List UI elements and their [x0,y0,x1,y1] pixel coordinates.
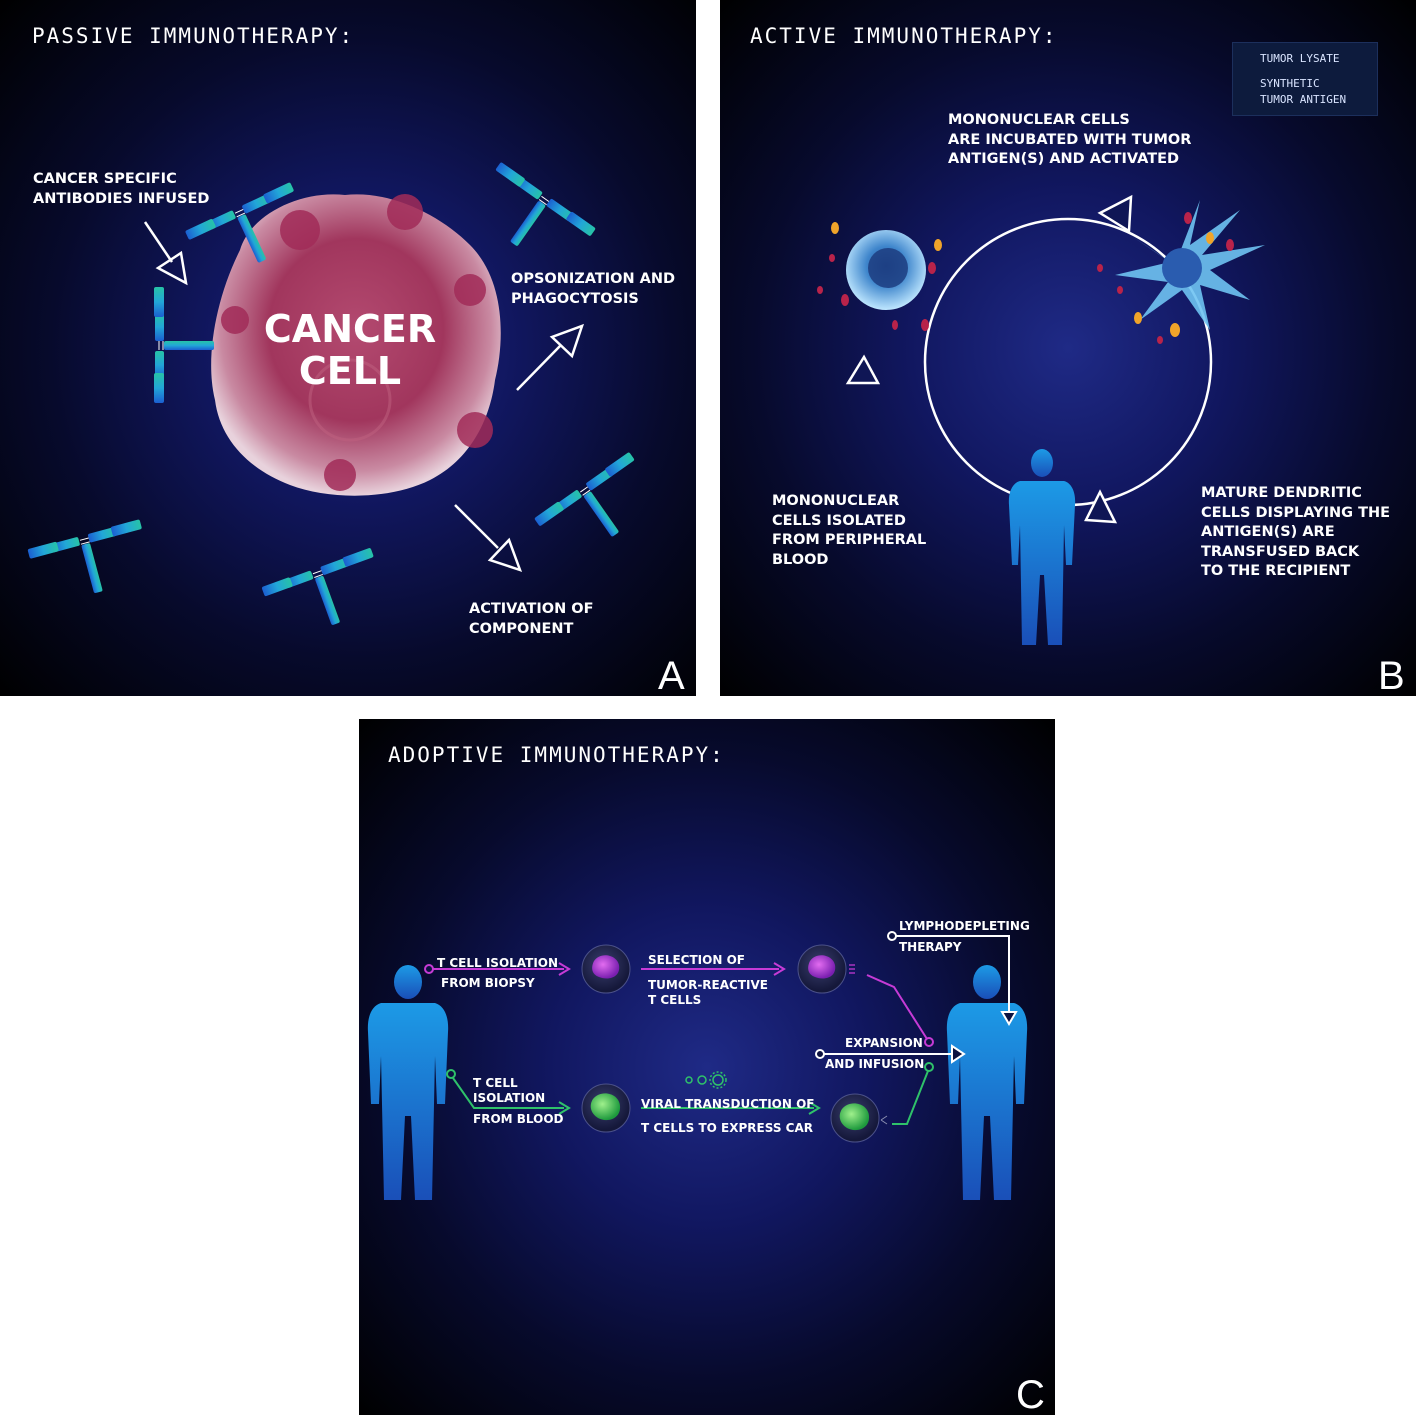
label-blood-line3: FROM BLOOD [473,1112,564,1126]
label-line: ANTIBODIES INFUSED [33,190,210,207]
panel-a-graphics [26,161,664,645]
panel-passive-immunotherapy: PASSIVE IMMUNOTHERAPY: CANCER CELL CANCE… [0,0,696,696]
label-line: MATURE DENDRITIC [1201,485,1362,501]
dendritic-cell [1115,200,1265,330]
recipient-human-icon [946,965,1028,1200]
label-blood-line2: ISOLATION [473,1091,546,1105]
antibody-icon [466,161,597,279]
label-selection-line3: T CELLS [648,993,702,1007]
cancer-cell-label: CANCER CELL [255,308,445,392]
label-line: PHAGOCYTOSIS [511,290,639,307]
label-opsonization: OPSONIZATION AND PHAGOCYTOSIS [511,270,675,309]
label-line: CANCER SPECIFIC [33,171,177,187]
legend-tumor-lysate: TUMOR LYSATE [1260,52,1340,65]
panel-active-immunotherapy: ACTIVE IMMUNOTHERAPY: TUMOR LYSATE SYNTH… [720,0,1416,696]
lymphodepleting-pathway [887,931,1018,1026]
panel-adoptive-immunotherapy: ADOPTIVE IMMUNOTHERAPY: T CELL ISOLATION… [359,719,1055,1415]
cancer-bleb [324,459,356,491]
cancer-bleb [221,306,249,334]
label-line: OPSONIZATION AND [511,271,676,287]
label-line: ARE INCUBATED WITH TUMOR [948,131,1192,148]
label-line: CELLS ISOLATED [772,512,906,529]
biopsy-pathway [424,962,934,1047]
panel-c-graphics [367,931,1028,1200]
label-viral-line2: T CELLS TO EXPRESS CAR [641,1121,813,1135]
antibody-icon [153,286,215,404]
cancer-cell [211,194,501,496]
label-selection-line2: TUMOR-REACTIVE [648,978,768,992]
cancer-texture [308,358,392,442]
antibody-icon [260,547,392,645]
label-viral-line1: VIRAL TRANSDUCTION OF [641,1097,815,1111]
cycle-arrow-left [845,354,881,385]
panel-title: ACTIVE IMMUNOTHERAPY: [750,24,1058,48]
label-activation: ACTIVATION OF COMPONENT [469,600,594,639]
arrow-antibodies-infused [143,221,188,286]
panel-letter: C [1016,1373,1045,1415]
arrow-activation [454,504,523,573]
label-biopsy-line1: T CELL ISOLATION [437,956,559,970]
panel-title: ADOPTIVE IMMUNOTHERAPY: [388,743,725,767]
mononuclear-cell [846,230,926,310]
label-line: ANTIGEN(S) AND ACTIVATED [948,151,1180,167]
car-t-cell [830,1093,888,1143]
antigen-markers [817,212,1234,344]
t-cell-biopsy [581,944,631,994]
label-selection-line1: SELECTION OF [648,953,745,967]
label-line: MONONUCLEAR CELLS [948,112,1130,128]
cancer-cell-label-line: CELL [298,349,402,393]
label-lympho-line1: LYMPHODEPLETING [899,919,1030,933]
antibody-icon [533,451,664,569]
label-lympho-line2: THERAPY [899,940,962,954]
arrow-opsonization [516,323,585,391]
panel-letter: A [658,654,685,696]
label-line: ANTIGEN(S) ARE [1201,524,1335,540]
label-blood-line1: T CELL [473,1076,518,1090]
blood-pathway [446,1062,934,1125]
donor-human-icon [367,965,449,1200]
t-cell-blood [581,1083,631,1133]
label-line: MONONUCLEAR [772,493,900,509]
label-incubated: MONONUCLEAR CELLS ARE INCUBATED WITH TUM… [948,111,1191,170]
cycle-arrow-top [1097,194,1133,234]
legend: TUMOR LYSATE SYNTHETIC TUMOR ANTIGEN [1232,42,1378,116]
cancer-bleb [454,274,486,306]
label-line: TO THE RECIPIENT [1201,563,1351,579]
infusion-pathway [815,1044,966,1064]
cancer-bleb [387,194,423,230]
recipient-human-icon [1008,449,1076,645]
label-line: COMPONENT [469,620,574,637]
label-line: CELLS DISPLAYING THE [1201,504,1391,521]
label-line: FROM PERIPHERAL [772,532,927,548]
label-expansion-line1: EXPANSION [845,1036,923,1050]
virus-icon [685,1071,727,1089]
cancer-bleb [280,210,320,250]
legend-synthetic-line2: TUMOR ANTIGEN [1260,93,1347,106]
label-line: BLOOD [772,551,829,568]
label-biopsy-line2: FROM BIOPSY [441,976,535,990]
panel-b-graphics [817,52,1265,645]
cancer-bleb [457,412,493,448]
antibody-icon [26,518,156,608]
label-antibodies-infused: CANCER SPECIFIC ANTIBODIES INFUSED [33,170,209,209]
t-cell-selected [797,944,855,994]
legend-synthetic-line1: SYNTHETIC [1260,77,1320,90]
label-mature-dendritic: MATURE DENDRITIC CELLS DISPLAYING THE AN… [1201,484,1390,582]
cycle-arrow-bottom-right [1084,489,1118,524]
label-expansion-line2: AND INFUSION [825,1057,925,1071]
panel-letter: B [1378,654,1405,696]
cancer-cell-label-line: CANCER [263,307,437,351]
label-line: TRANSFUSED BACK [1201,543,1360,560]
label-isolated: MONONUCLEAR CELLS ISOLATED FROM PERIPHER… [772,492,926,570]
panel-title: PASSIVE IMMUNOTHERAPY: [32,24,355,48]
label-line: ACTIVATION OF [469,601,594,617]
